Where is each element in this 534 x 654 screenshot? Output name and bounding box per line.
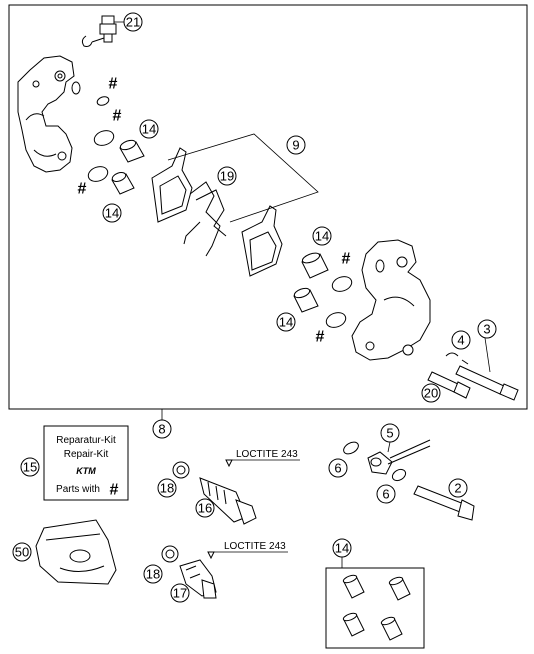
repair-kit-box <box>43 425 129 501</box>
callout-19 <box>217 166 237 186</box>
bolt-17-group <box>161 545 217 599</box>
callout-18-a <box>157 478 177 498</box>
callout-5 <box>380 423 400 443</box>
callout-14-a-label: 14 <box>142 122 156 137</box>
callout-21-label: 21 <box>126 15 140 30</box>
callout-19-label: 19 <box>220 169 234 184</box>
callout-14-d-label: 14 <box>279 315 293 330</box>
hash-mark-4: # <box>342 251 351 268</box>
callout-20-label: 20 <box>424 386 438 401</box>
bleeder-valve <box>81 15 117 47</box>
callout-14-c <box>312 226 332 246</box>
callout-50-label: 50 <box>15 545 29 560</box>
callout-3-label: 3 <box>483 322 490 337</box>
piston-set-box <box>325 567 425 649</box>
callout-16-label: 16 <box>198 501 212 516</box>
callout-20 <box>421 383 441 403</box>
callout-14-d <box>276 312 296 332</box>
seals-left <box>87 96 115 182</box>
callout-21 <box>123 12 143 32</box>
callout-9 <box>286 135 306 155</box>
callout-15 <box>20 457 40 477</box>
ktm-logo: KTM <box>76 466 96 476</box>
callout-18-a-label: 18 <box>160 481 174 496</box>
loctite-label-2: LOCTITE 243 <box>224 541 286 552</box>
callout-17 <box>170 583 190 603</box>
piston-set <box>342 574 411 641</box>
callout-14-c-label: 14 <box>315 229 329 244</box>
callout-2 <box>448 478 468 498</box>
callout-6-a <box>328 458 348 478</box>
callout-8 <box>152 419 172 439</box>
callout-17-label: 17 <box>173 586 187 601</box>
pistons-left <box>111 139 145 195</box>
callout-18-b-label: 18 <box>146 567 160 582</box>
callout-3 <box>477 319 497 339</box>
callout-16 <box>195 498 215 518</box>
hash-mark-5: # <box>316 329 325 346</box>
hash-mark-1: # <box>109 76 118 93</box>
banjo-group <box>343 439 475 521</box>
pistons-right <box>293 252 329 313</box>
brake-pad-set <box>151 147 283 277</box>
callout-14-b <box>102 203 122 223</box>
bolts-right <box>427 352 519 401</box>
callout-14-a <box>139 119 159 139</box>
bolt-16-group <box>172 459 257 525</box>
callout-6-b <box>376 484 396 504</box>
callout-4 <box>451 330 471 350</box>
main-frame <box>8 4 528 410</box>
callout-50 <box>12 542 32 562</box>
callout-18-b <box>143 564 163 584</box>
hash-mark-2: # <box>113 108 122 125</box>
callout-14-e-label: 14 <box>335 541 349 556</box>
callout-8-label: 8 <box>158 422 165 437</box>
parts-bag <box>35 519 117 585</box>
callout-5-label: 5 <box>386 426 393 441</box>
callout-6-a-label: 6 <box>334 461 341 476</box>
hash-mark-kit: # <box>110 482 119 499</box>
callout-14-b-label: 14 <box>105 206 119 221</box>
caliper-left <box>17 55 81 173</box>
repair-kit-line2: Repair-Kit <box>64 449 109 460</box>
caliper-right <box>351 239 431 361</box>
hash-mark-3: # <box>78 181 87 198</box>
loctite-label-1: LOCTITE 243 <box>236 449 298 460</box>
callout-15-label: 15 <box>23 460 37 475</box>
callout-4-label: 4 <box>457 333 464 348</box>
repair-kit-line3: Parts with <box>56 484 100 495</box>
seals-right <box>325 276 353 328</box>
callout-6-b-label: 6 <box>382 487 389 502</box>
repair-kit-line1: Reparatur-Kit <box>56 435 116 446</box>
callout-9-label: 9 <box>292 138 299 153</box>
callout-2-label: 2 <box>454 481 461 496</box>
callout-14-e <box>332 538 352 558</box>
